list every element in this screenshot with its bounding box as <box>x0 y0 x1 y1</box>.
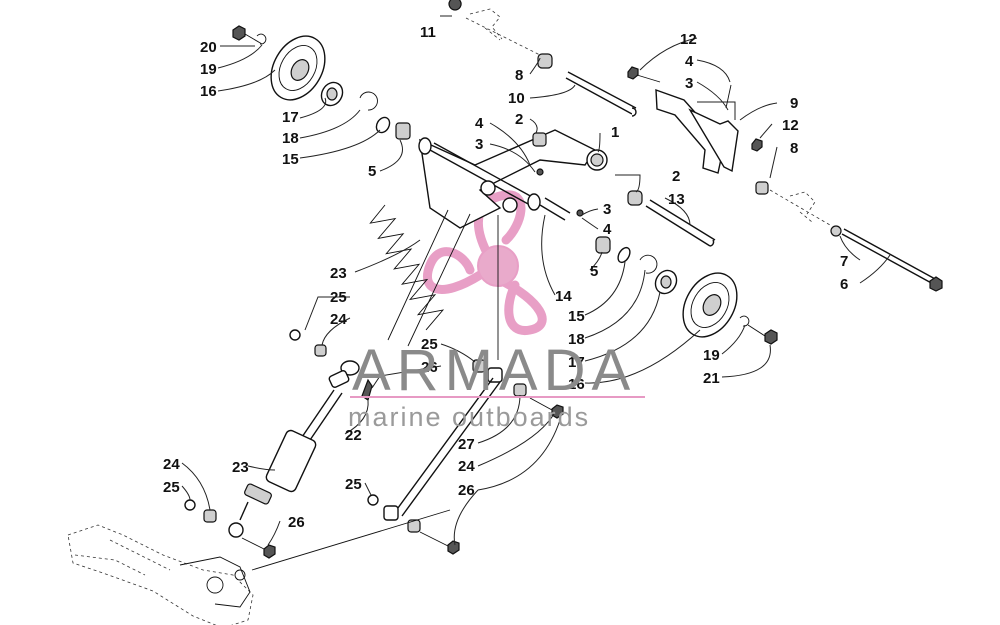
callout-19b: 19 <box>703 347 720 364</box>
chassis-frame <box>67 524 254 625</box>
callout-18b: 18 <box>568 331 585 348</box>
callout-20a: 20 <box>200 39 217 56</box>
callout-15b: 15 <box>568 308 585 325</box>
callout-4c: 4 <box>603 221 612 238</box>
callout-26b: 26 <box>458 482 475 499</box>
callout-3c: 3 <box>603 201 611 218</box>
callout-5b: 5 <box>590 263 598 280</box>
link-rod <box>251 215 564 571</box>
callout-15a: 15 <box>282 151 299 168</box>
callout-25b: 25 <box>421 336 438 353</box>
leader-lines <box>181 15 891 546</box>
callout-16a: 16 <box>200 83 217 100</box>
callout-22: 23 <box>330 265 347 282</box>
callout-1: 1 <box>611 124 619 141</box>
callout-24a: 24 <box>330 311 347 328</box>
callout-13: 13 <box>668 191 685 208</box>
callout-12b: 12 <box>782 117 799 134</box>
callout-6: 6 <box>840 276 848 293</box>
callout-25c: 25 <box>345 476 362 493</box>
callout-17a: 17 <box>282 109 299 126</box>
callout-14: 14 <box>555 288 572 305</box>
callout-3b: 3 <box>685 75 693 92</box>
callout-27: 27 <box>458 436 475 453</box>
right-idler-wheel <box>595 236 778 345</box>
callout-8b: 8 <box>790 140 798 157</box>
callout-4a: 4 <box>475 115 484 132</box>
callout-2b: 2 <box>672 168 680 185</box>
callout-8a: 8 <box>515 67 523 84</box>
callout-17b: 17 <box>568 354 585 371</box>
callout-3a: 3 <box>475 136 483 153</box>
callout-24c: 24 <box>163 456 180 473</box>
callout-25d: 25 <box>163 479 180 496</box>
callout-26a: 26 <box>421 359 438 376</box>
watermark-title: ARMADA <box>352 338 636 403</box>
callout-9: 9 <box>790 95 798 112</box>
callout-21: 22 <box>345 427 362 444</box>
callout-7: 7 <box>840 253 848 270</box>
a-arm <box>418 129 716 247</box>
callout-twenty-three: 23 <box>232 459 249 476</box>
left-idler-wheel <box>232 25 411 140</box>
callout-24b: 24 <box>458 458 475 475</box>
callout-11: 11 <box>420 24 436 41</box>
callout-5a: 5 <box>368 163 376 180</box>
watermark-subtitle: marine outboards <box>348 402 590 432</box>
callout-25a: 25 <box>330 289 347 306</box>
callout-4b: 4 <box>685 53 694 70</box>
callout-16b: 16 <box>568 376 585 393</box>
upper-shaft-bracket <box>448 0 943 292</box>
watermark-text: ARMADA marine outboards <box>348 338 645 432</box>
callout-19a: 19 <box>200 61 217 78</box>
callout-26c: 26 <box>288 514 305 531</box>
callout-2a: 2 <box>515 111 523 128</box>
callout-12a: 12 <box>680 31 697 48</box>
callout-18a: 18 <box>282 130 299 147</box>
callout-labels: 20 19 16 17 18 15 5 11 8 10 2 4 3 1 12 4… <box>163 24 848 531</box>
callout-10: 10 <box>508 90 525 107</box>
callout-20b: 21 <box>703 370 720 387</box>
